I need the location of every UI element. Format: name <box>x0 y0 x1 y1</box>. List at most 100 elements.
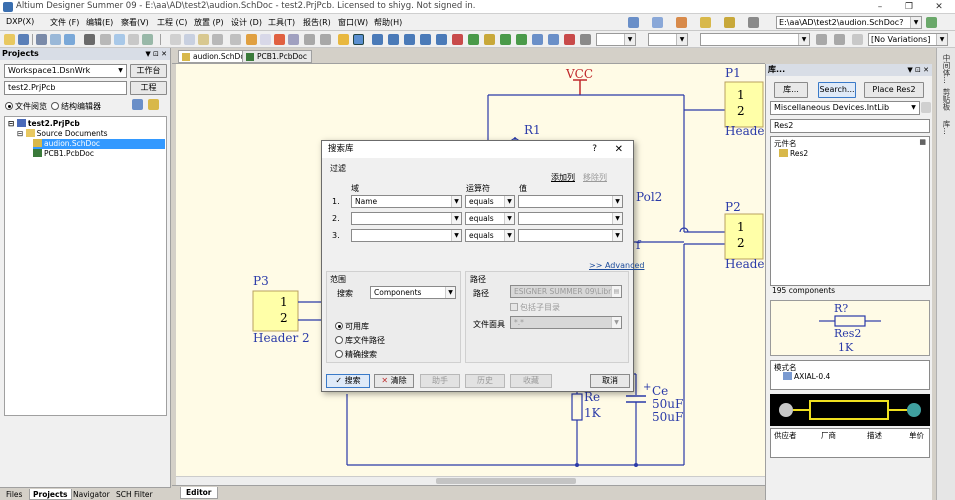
zoom-fit-icon[interactable] <box>64 34 75 45</box>
place-bus-icon[interactable] <box>388 34 399 45</box>
column-menu-icon[interactable]: ▦ <box>919 138 926 146</box>
radio-library-path[interactable]: 库文件路径 <box>335 335 385 346</box>
tab-navigator[interactable]: Navigator <box>73 490 110 499</box>
zoom-area-icon[interactable] <box>100 34 111 45</box>
chevron-down-icon[interactable]: ▼ <box>504 230 514 241</box>
advanced-link[interactable]: >> Advanced <box>589 261 645 270</box>
3d-view-icon[interactable] <box>84 34 95 45</box>
horizontal-scrollbar[interactable] <box>176 476 765 485</box>
align-icon[interactable] <box>816 34 827 45</box>
rubber-stamp-icon[interactable] <box>212 34 223 45</box>
device-sheet-icon[interactable] <box>516 34 527 45</box>
chevron-down-icon[interactable]: ▼ <box>451 230 461 241</box>
tree-item-folder[interactable]: ⊟ Source Documents <box>17 129 108 138</box>
sidetab-clipboard[interactable]: 剪贴板 <box>942 88 951 111</box>
chevron-down-icon[interactable]: ▼ <box>504 196 514 207</box>
redo-icon[interactable] <box>320 34 331 45</box>
toolbar-combo-2[interactable]: ▼ <box>648 33 688 46</box>
value-input-3[interactable]: ▼ <box>518 229 623 242</box>
operator-select-2[interactable]: equals▼ <box>465 212 515 225</box>
more-icon[interactable] <box>921 102 931 113</box>
part-icon[interactable] <box>724 17 735 28</box>
power-port-icon[interactable] <box>700 17 711 28</box>
chevron-down-icon[interactable]: ▼ <box>676 34 687 45</box>
go-icon[interactable] <box>926 17 937 28</box>
menu-place[interactable]: 放置 (P) <box>194 18 224 27</box>
folder-browse-icon[interactable]: ▤ <box>611 286 621 297</box>
cut-icon[interactable] <box>170 34 181 45</box>
menu-edit[interactable]: 编辑(E) <box>86 18 114 27</box>
place-bus-entry-icon[interactable] <box>404 34 415 45</box>
filter-input[interactable]: Res2 <box>770 119 930 133</box>
tab-projects[interactable]: Projects <box>29 489 72 500</box>
value-input-2[interactable]: ▼ <box>518 212 623 225</box>
operator-select-3[interactable]: equals▼ <box>465 229 515 242</box>
panel-controls[interactable]: ▼ ⊡ ✕ <box>907 66 929 74</box>
tab-files[interactable]: Files <box>6 490 23 499</box>
add-column-link[interactable]: 添加列 <box>551 173 575 182</box>
variations-combo[interactable]: [No Variations]▼ <box>868 33 948 46</box>
place-button[interactable]: Place Res2 <box>864 82 924 98</box>
tab-editor[interactable]: Editor <box>180 487 218 499</box>
menu-project[interactable]: 工程 (C) <box>157 18 188 27</box>
search-button[interactable]: ✓ 搜索 <box>326 374 370 388</box>
undo-icon[interactable] <box>304 34 315 45</box>
project-button[interactable]: 工程 <box>130 81 167 95</box>
address-field[interactable]: E:\aa\AD\test2\audion.SchDoc?▼ <box>776 16 922 29</box>
chevron-down-icon[interactable]: ▼ <box>504 213 514 224</box>
include-subdirs-checkbox[interactable]: 包括子目录 <box>510 302 560 313</box>
tree-item-schdoc[interactable]: audion.SchDoc <box>33 139 165 149</box>
zoom-out-icon[interactable] <box>142 34 153 45</box>
library-select[interactable]: Miscellaneous Devices.IntLib▼ <box>770 101 920 115</box>
helper-button[interactable]: 助手 <box>420 374 460 388</box>
zoom-in-icon[interactable] <box>128 34 139 45</box>
select-icon[interactable] <box>260 34 271 45</box>
chevron-down-icon[interactable]: ▼ <box>451 213 461 224</box>
value-input-1[interactable]: ▼ <box>518 195 623 208</box>
no-erc-icon[interactable] <box>564 34 575 45</box>
pcb-layout-icon[interactable] <box>580 34 591 45</box>
chevron-down-icon[interactable]: ▼ <box>624 34 635 45</box>
chevron-down-icon[interactable]: ▼ <box>612 230 622 241</box>
cancel-button[interactable]: 取消 <box>590 374 630 388</box>
radio-file-view[interactable]: 文件阅览 <box>5 101 47 112</box>
sidetab-intermediate[interactable]: 中间体... <box>942 54 951 84</box>
port-icon[interactable] <box>532 34 543 45</box>
tree-item-project[interactable]: ⊟ test2.PrjPcb <box>8 119 80 128</box>
save-icon[interactable] <box>18 34 29 45</box>
operator-select-1[interactable]: equals▼ <box>465 195 515 208</box>
radio-precise-search[interactable]: 精确搜索 <box>335 349 377 360</box>
grid-icon[interactable] <box>748 17 759 28</box>
paste-icon[interactable] <box>198 34 209 45</box>
chevron-down-icon[interactable]: ▼ <box>611 317 621 328</box>
workspace-button[interactable]: 工作台 <box>130 64 167 78</box>
select-area-icon[interactable] <box>230 34 241 45</box>
help-button[interactable]: ? <box>592 144 597 154</box>
print-preview-icon[interactable] <box>50 34 61 45</box>
copy-icon[interactable] <box>184 34 195 45</box>
move-icon[interactable] <box>246 34 257 45</box>
chevron-down-icon[interactable]: ▼ <box>798 34 809 45</box>
place-part-icon[interactable] <box>468 34 479 45</box>
field-select-2[interactable]: ▼ <box>351 212 462 225</box>
dialog-close-button[interactable]: ✕ <box>614 144 623 155</box>
print-icon[interactable] <box>36 34 47 45</box>
model-item[interactable]: AXIAL-0.4 <box>783 372 833 382</box>
remove-column-link[interactable]: 移除列 <box>583 173 607 182</box>
vcc-port-icon[interactable] <box>452 34 463 45</box>
libraries-button[interactable]: 库... <box>774 82 808 98</box>
wire-tool-icon[interactable] <box>628 17 639 28</box>
doctab-pcbdoc[interactable]: PCB1.PcbDoc <box>242 50 312 63</box>
sheet-symbol-icon[interactable] <box>484 34 495 45</box>
netlabel-icon[interactable] <box>676 17 687 28</box>
close-button[interactable]: ✕ <box>935 2 943 12</box>
history-button[interactable]: 历史 <box>465 374 505 388</box>
menu-help[interactable]: 帮助(H) <box>374 18 403 27</box>
place-netlabel-icon[interactable] <box>420 34 431 45</box>
chevron-down-icon[interactable]: ▼ <box>612 196 622 207</box>
minimize-button[interactable]: – <box>877 2 883 12</box>
search-in-select[interactable]: Components▼ <box>370 286 456 299</box>
menu-window[interactable]: 窗口(W) <box>338 18 369 27</box>
expand-icon[interactable] <box>852 34 863 45</box>
zoom-select-icon[interactable] <box>114 34 125 45</box>
